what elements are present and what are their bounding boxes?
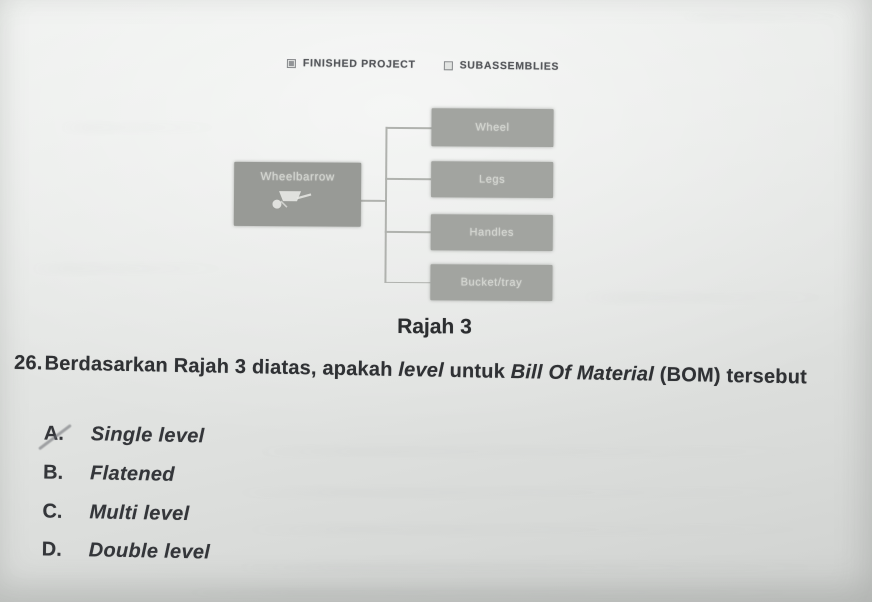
connector-to-wheel: [385, 126, 432, 129]
diagram-caption: Rajah 3: [397, 314, 472, 339]
option-a: A. Single level: [38, 422, 205, 450]
diagram-node-wheel: Wheel: [431, 108, 554, 148]
question-part2: untuk: [443, 359, 511, 383]
diagram-node-bucket-tray: Bucket/tray: [430, 264, 553, 302]
connector-trunk: [384, 126, 388, 283]
option-d: D. Double level: [42, 538, 211, 564]
connector-root-to-trunk: [359, 199, 387, 202]
option-a-label: Single level: [90, 423, 205, 448]
connector-to-handles: [384, 230, 431, 233]
option-c-label: Multi level: [89, 501, 190, 526]
option-letter-text: D.: [41, 538, 62, 561]
connector-to-bucket: [384, 281, 431, 284]
option-b-label: Flatened: [89, 462, 175, 486]
diagram-node-handles: Handles: [430, 214, 553, 252]
option-letter-text: C.: [42, 500, 63, 523]
option-d-label: Double level: [88, 539, 211, 564]
node-label: Wheelbarrow: [260, 171, 335, 184]
diagram-node-legs: Legs: [431, 161, 554, 199]
option-b: B. Flatened: [43, 461, 175, 486]
question-italic-bom: Bill Of Material: [510, 360, 655, 386]
option-a-letter: A.: [38, 422, 91, 450]
node-label: Wheel: [475, 121, 510, 134]
option-c: C. Multi level: [42, 500, 189, 526]
option-d-letter: D.: [42, 538, 89, 562]
option-c-letter: C.: [42, 500, 89, 524]
node-label: Handles: [469, 226, 515, 239]
option-b-letter: B.: [43, 461, 90, 485]
option-letter-text: B.: [42, 461, 64, 484]
node-label: Bucket/tray: [460, 276, 523, 289]
wheelbarrow-icon: [266, 185, 328, 214]
bom-diagram: Wheelbarrow Wheel Legs Handles Bucket/tr…: [233, 108, 554, 339]
question-part3: (BOM) tersebut: [653, 363, 808, 389]
connector-to-legs: [385, 177, 432, 180]
question-italic-level: level: [398, 358, 445, 382]
question-number: 26.: [13, 351, 43, 375]
diagram-node-wheelbarrow: Wheelbarrow: [233, 161, 362, 227]
node-label: Legs: [478, 173, 506, 186]
question-block: 26.Berdasarkan Rajah 3 diatas, apakah le…: [0, 352, 872, 602]
